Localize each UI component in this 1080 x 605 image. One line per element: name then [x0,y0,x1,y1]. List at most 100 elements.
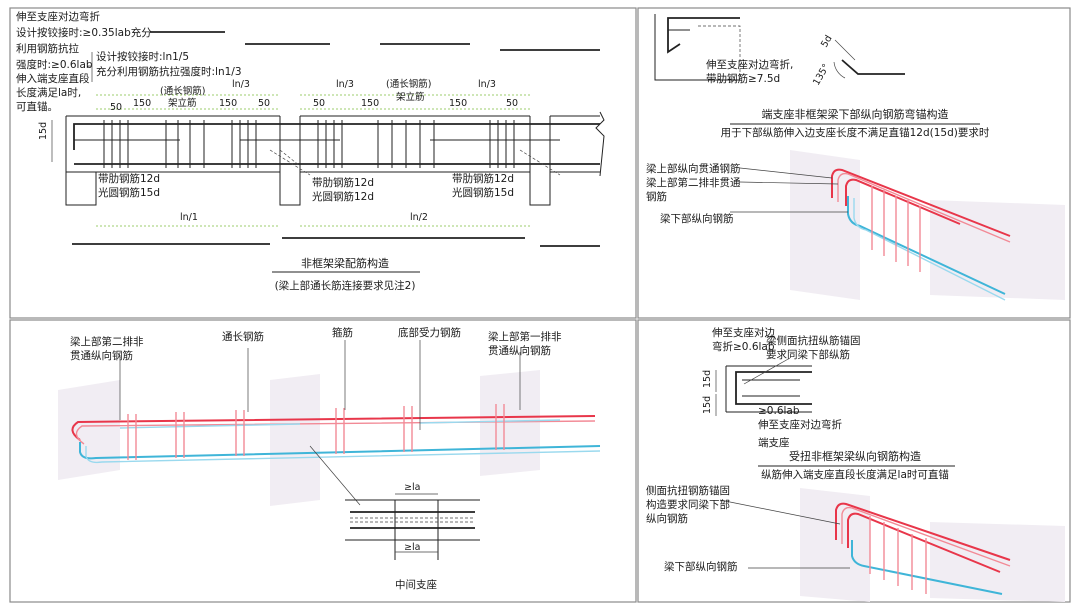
label-rib-c: 带肋钢筋12d [452,172,514,185]
label-plain-a: 光圆钢筋15d [98,186,160,199]
note-use: 利用钢筋抗拉 [16,42,79,55]
subtitle-non-frame-beam: (梁上部通长筋连接要求见注2) [275,279,416,292]
label-through-b: (通长钢筋) [386,78,431,90]
detail-bars [350,511,475,529]
note-bend: 伸至支座对边弯折 [16,10,100,23]
stirrups-mid [165,120,435,168]
frame-bottom-left [9,319,637,603]
top-bar [841,506,1011,567]
subtitle-torsion-beam: 纵筋伸入端支座直段长度满足la时可直锚 [761,468,949,481]
title-end-support-bend: 端支座非框架梁下部纵向钢筋弯锚构造 [762,107,949,121]
bottom-bar [85,446,601,464]
second-row-bar [845,178,961,225]
note-06lab: ≥0.6lab [758,405,800,417]
dim-ln3-a: ln/3 [232,79,250,90]
label-plain-b: 光圆钢筋12d [312,190,374,203]
left-support [65,116,97,206]
label-second-row-cont: 钢筋 [646,190,667,203]
label-side-cont: 构造要求同梁下部 [646,498,730,511]
second-row-bar [119,419,561,429]
label-rib-a: 带肋钢筋12d [98,172,160,185]
leader-lines [119,340,521,506]
support-plane [480,370,540,476]
detail-support-lines [394,500,439,560]
bottom-bar [79,442,601,460]
through-top-bar [75,420,596,445]
bottom-bar [851,540,1003,595]
top-through-bar [831,168,1011,237]
title-non-frame-beam: 非框架梁配筋构造 [301,256,389,270]
panel-end-support-bend: 伸至支座对边弯折, 带肋钢筋≥7.5d 5d 135° 端支座非框架梁下部纵向钢… [646,14,1065,301]
support-outline [654,14,740,81]
note-bend: 伸至支座对边 [712,326,775,339]
note-bend-end: 伸至支座对边弯折 [758,418,842,431]
dim-ln2: ln/2 [410,212,428,223]
panel-torsion-beam: 伸至支座对边 弯折≥0.6lab 梁侧面抗扭纵筋锚固 要求同梁下部纵筋 15d … [646,326,1065,602]
leader-lines [730,167,848,213]
label-plain-c: 光圆钢筋15d [452,186,514,199]
section-dims [715,357,791,416]
bottom-bar [847,196,1006,295]
support-plane [930,200,1065,300]
bottom-bar [853,198,1006,301]
top-bar [73,123,600,150]
label-end-support: 端支座 [758,436,790,449]
label-second-row-cont: 贯通纵向钢筋 [70,349,133,362]
note-hinge-ln5: 设计按铰接时:ln1/5 [96,50,189,63]
label-side: 侧面抗扭钢筋锚固 [646,484,730,497]
dim-la-bottom: ≥la [404,542,420,553]
frame-bottom-right [637,319,1071,603]
label-bottom-bar: 底部受力钢筋 [398,326,461,339]
detail-edges [345,499,480,541]
stirrups [103,120,515,168]
detail-dashed [350,517,475,523]
dim-50-c: 50 [313,98,325,109]
rebar-3d-continuous [71,404,601,464]
break-mark [595,111,605,177]
dim-150-d: 150 [449,98,467,109]
label-bottom-bar: 梁下部纵向钢筋 [660,212,734,225]
note-full-ln3: 充分利用钢筋抗拉强度时:ln1/3 [96,65,242,78]
note-side-anchor: 梁侧面抗扭纵筋锚固 [766,334,861,347]
dim-150-b: 150 [219,98,237,109]
top-through-bar [837,172,1011,243]
note-rib: 带肋钢筋≥7.5d [706,72,780,85]
label-through: 通长钢筋 [222,330,264,343]
label-second-row: 梁上部第二排非贯通 [646,176,741,189]
support-plane [270,374,320,506]
hook-5d: 5d [819,34,835,50]
note-strength: 强度时:≥0.6lab [16,58,93,71]
rebar-3d-torsion [835,502,1011,595]
label-rib-b: 带肋钢筋12d [312,176,374,189]
dim-ln3-b: ln/3 [336,79,354,90]
panel-frames [9,7,1071,603]
label-stirrup: 箍筋 [332,326,353,339]
note-hinge: 设计按铰接时:≥0.35lab充分 [16,26,152,39]
frame-top-left [9,7,637,319]
dim-15d: 15d [38,122,49,140]
label-top-through: 梁上部纵向贯通钢筋 [646,162,741,175]
mid-support-detail: ≥la ≥la 中间支座 [345,482,480,591]
label-mid-support: 中间支座 [395,578,437,591]
dim-150-c: 150 [361,98,379,109]
subtitle-end-support-bend: 用于下部纵筋伸入边支座长度不满足直锚12d(15d)要求时 [721,126,990,139]
support-plane [58,380,120,480]
label-first-row-cont: 贯通纵向钢筋 [488,344,551,357]
frame-top-right [637,7,1071,319]
section-outline [725,365,812,413]
note-bracket [88,52,93,82]
label-through-a: (通长钢筋) [160,85,205,97]
stirrups-3d [127,404,505,460]
detail-dims [395,493,438,553]
note-bend: 伸至支座对边弯折, [706,58,793,71]
top-bar [835,502,1011,561]
panel-non-frame-beam: 伸至支座对边弯折 设计按铰接时:≥0.35lab充分 利用钢筋抗拉 强度时:≥0… [16,10,605,292]
label-second-row: 梁上部第二排非 [70,335,144,348]
rebar-3d-end [831,168,1011,301]
note-enter: 伸入端支座直段 [16,72,90,85]
dim-50-d: 50 [506,98,518,109]
note-bend-06: 弯折≥0.6lab [712,340,775,353]
panel-3d-continuous-beam: 梁上部第二排非 贯通纵向钢筋 通长钢筋 箍筋 底部受力钢筋 梁上部第一排非 贯通… [58,326,601,591]
anchor-dashes [269,149,561,176]
